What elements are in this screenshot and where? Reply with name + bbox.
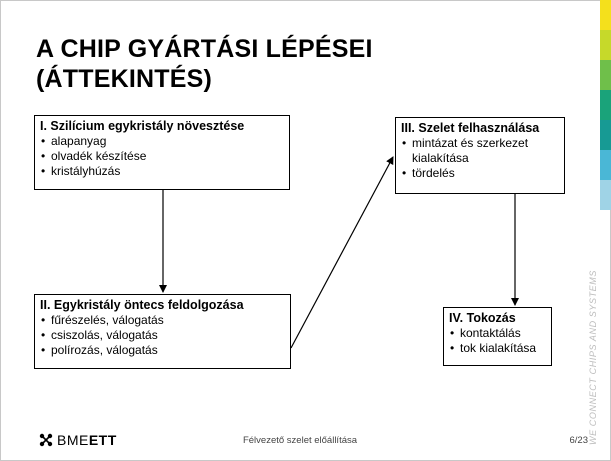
strip-segment [600,0,611,30]
list-item: olvadék készítése [40,149,284,164]
list-item: mintázat és szerkezet kialakítása [401,136,559,166]
logo-text-bme: BME [57,432,89,448]
step-3-box: III. Szelet felhasználása mintázat és sz… [395,117,565,194]
strip-segment [600,60,611,90]
list-item: polírozás, válogatás [40,343,285,358]
strip-segment [600,30,611,60]
step-4-box: IV. Tokozás kontaktálás tok kialakítása [443,307,552,366]
strip-segment [600,90,611,120]
bme-logo-icon [39,433,53,447]
step-1-heading: I. Szilícium egykristály növesztése [40,119,245,133]
strip-segment [600,120,611,150]
title-line-2: (ÁTTEKINTÉS) [36,65,212,93]
step-1-box: I. Szilícium egykristály növesztése alap… [34,115,290,190]
step-2-list: fűrészelés, válogatás csiszolás, válogat… [40,313,285,358]
list-item: tok kialakítása [449,341,546,356]
list-item: tördelés [401,166,559,181]
list-item: csiszolás, válogatás [40,328,285,343]
list-item: kontaktálás [449,326,546,341]
step-2-heading: II. Egykristály öntecs feldolgozása [40,298,244,312]
step-4-list: kontaktálás tok kialakítása [449,326,546,356]
page-number: 6/23 [569,435,589,446]
side-color-strip [600,0,611,461]
strip-segment [600,180,611,210]
step-1-list: alapanyag olvadék készítése kristályhúzá… [40,134,284,179]
list-item: fűrészelés, válogatás [40,313,285,328]
step-3-heading: III. Szelet felhasználása [401,121,540,135]
title-line-1: A CHIP GYÁRTÁSI LÉPÉSEI [36,35,373,63]
footer-subject: Félvezető szelet előállítása [242,435,358,446]
logo-text-ett: ETT [88,432,117,448]
slide-title: A CHIP GYÁRTÁSI LÉPÉSEI (ÁTTEKINTÉS) [36,34,536,94]
arrow-step2-to-step3 [290,156,394,349]
list-item: kristályhúzás [40,164,284,179]
step-2-box: II. Egykristály öntecs feldolgozása fűré… [34,294,291,369]
step-4-heading: IV. Tokozás [449,311,516,325]
step-3-list: mintázat és szerkezet kialakítása tördel… [401,136,559,181]
strip-segment [600,150,611,180]
side-watermark: WE CONNECT CHIPS AND SYSTEMS [588,270,598,445]
list-item: alapanyag [40,134,284,149]
